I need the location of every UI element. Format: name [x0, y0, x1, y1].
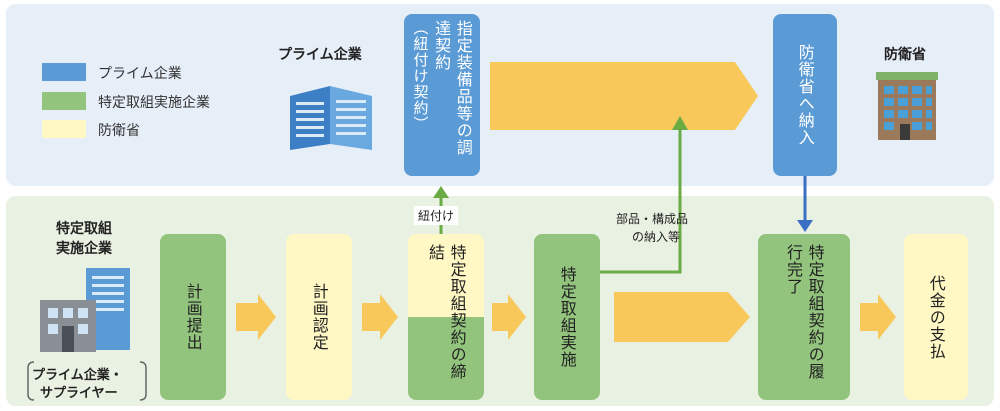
legend-label-mod: 防衛省	[98, 123, 140, 139]
company-label-line1: 特定取組	[56, 221, 112, 237]
legend-swatch-company	[42, 92, 86, 110]
legend-label-prime: プライム企業	[98, 66, 182, 82]
supplier-label-line2: サプライヤー	[40, 386, 118, 401]
arrow-step3-4	[492, 294, 526, 340]
company-label-line2: 実施企業	[56, 241, 112, 257]
arrow-step2-3	[362, 294, 398, 340]
step-contract-conclusion: 特定取組契約の締結	[408, 234, 484, 400]
delivery-to-mod-box: 防衛省へ納入	[773, 14, 837, 176]
arrow-step5-6	[860, 294, 896, 340]
prime-company-label: プライム企業	[278, 47, 362, 63]
step-payment: 代金の支払	[904, 234, 968, 400]
step-plan-submission: 計画提出	[160, 234, 226, 400]
procurement-contract-box: 指定装備品等の調達契約 （紐付け契約）	[404, 14, 480, 176]
link-arrow-head	[433, 186, 449, 198]
parts-delivery-line	[600, 128, 682, 274]
parts-label-line2: の納入等	[632, 230, 681, 244]
legend-label-company: 特定取組実施企業	[98, 95, 210, 111]
arrow-step4-5	[614, 292, 750, 342]
supplier-label-line1: プライム企業・	[32, 368, 123, 383]
delivery-arrow-head	[797, 220, 813, 232]
parts-arrow-head	[672, 116, 688, 130]
arrow-step1-2	[236, 294, 276, 340]
legend-swatch-prime	[42, 63, 86, 81]
step-plan-approval: 計画認定	[286, 234, 352, 400]
parts-label-line1: 部品・構成品	[616, 212, 689, 226]
legend-swatch-mod	[42, 120, 86, 138]
link-label: 紐付け	[414, 206, 459, 225]
step-implementation: 特定取組実施	[534, 234, 600, 400]
step-contract-completion: 特定取組契約の履行完了	[758, 234, 850, 400]
top-flow-arrow	[490, 62, 758, 130]
mod-label: 防衛省	[884, 47, 926, 63]
